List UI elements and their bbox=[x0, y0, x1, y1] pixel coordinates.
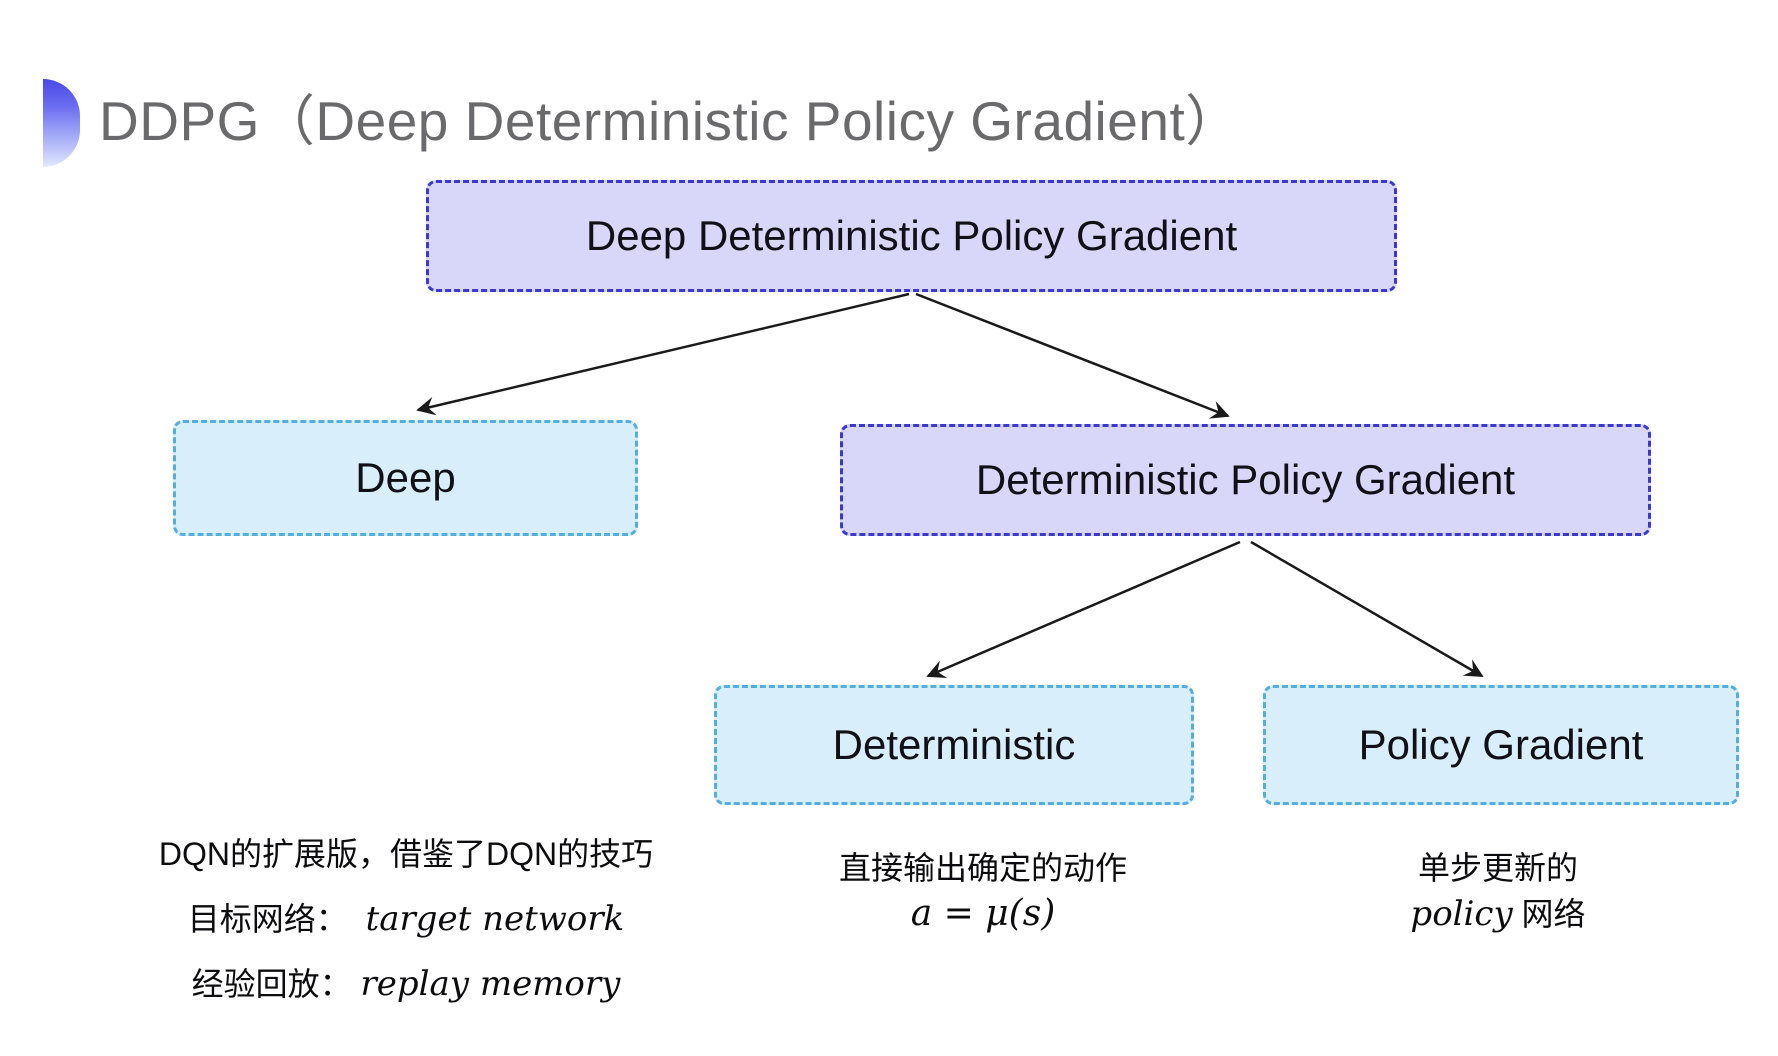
node-deterministic: Deterministic bbox=[714, 685, 1194, 805]
annotation-deterministic: 直接输出确定的动作 a = μ(s) bbox=[839, 845, 1127, 937]
annotation-deep-line3-term: replay memory bbox=[360, 964, 621, 1004]
annotation-policy-gradient: 单步更新的 policy 网络 bbox=[1410, 845, 1585, 937]
title-accent-half-circle-icon bbox=[43, 79, 80, 167]
node-label: Deep Deterministic Policy Gradient bbox=[585, 212, 1238, 259]
node-label: Deterministic Policy Gradient bbox=[975, 456, 1516, 503]
node-policy-gradient: Policy Gradient bbox=[1263, 685, 1739, 805]
annotation-deterministic-formula: a = μ(s) bbox=[839, 891, 1127, 937]
annotation-deep-line2-label: 目标网络： bbox=[187, 901, 348, 937]
arrow-dpg-to-policy-gradient bbox=[1250, 540, 1484, 678]
node-deterministic-policy-gradient: Deterministic Policy Gradient bbox=[840, 424, 1651, 536]
annotation-policy-gradient-line1: 单步更新的 bbox=[1417, 850, 1579, 886]
annotation-policy-gradient-line2: policy 网络 bbox=[1410, 891, 1585, 937]
annotation-deep-line2: 目标网络： target network bbox=[159, 887, 653, 952]
node-deep: Deep bbox=[173, 420, 638, 536]
policy-network-label: 网络 bbox=[1512, 896, 1586, 932]
node-label: Deep bbox=[355, 454, 456, 501]
node-label: Policy Gradient bbox=[1358, 721, 1644, 768]
formula-a-equals-mu-s: a = μ(s) bbox=[910, 893, 1056, 934]
arrow-dpg-to-deterministic bbox=[926, 540, 1241, 678]
arrow-root-to-deep bbox=[416, 292, 910, 416]
annotation-deterministic-line1: 直接输出确定的动作 bbox=[838, 850, 1128, 886]
arrow-root-to-dpg bbox=[915, 292, 1230, 419]
node-label: Deterministic bbox=[832, 721, 1076, 768]
annotation-deep-line3-label: 经验回放： bbox=[191, 966, 352, 1002]
annotation-deep-line3: 经验回放： replay memory bbox=[159, 952, 653, 1017]
annotation-deep: DQN的扩展版，借鉴了DQN的技巧 目标网络： target network 经… bbox=[159, 822, 653, 1017]
policy-italic-term: policy bbox=[1410, 894, 1513, 934]
annotation-deep-line1: DQN的扩展版，借鉴了DQN的技巧 bbox=[158, 836, 654, 872]
page-title: DDPG（Deep Deterministic Policy Gradient） bbox=[99, 90, 1241, 152]
node-deep-deterministic-policy-gradient: Deep Deterministic Policy Gradient bbox=[426, 180, 1397, 292]
annotation-deep-line2-term: target network bbox=[365, 899, 625, 939]
